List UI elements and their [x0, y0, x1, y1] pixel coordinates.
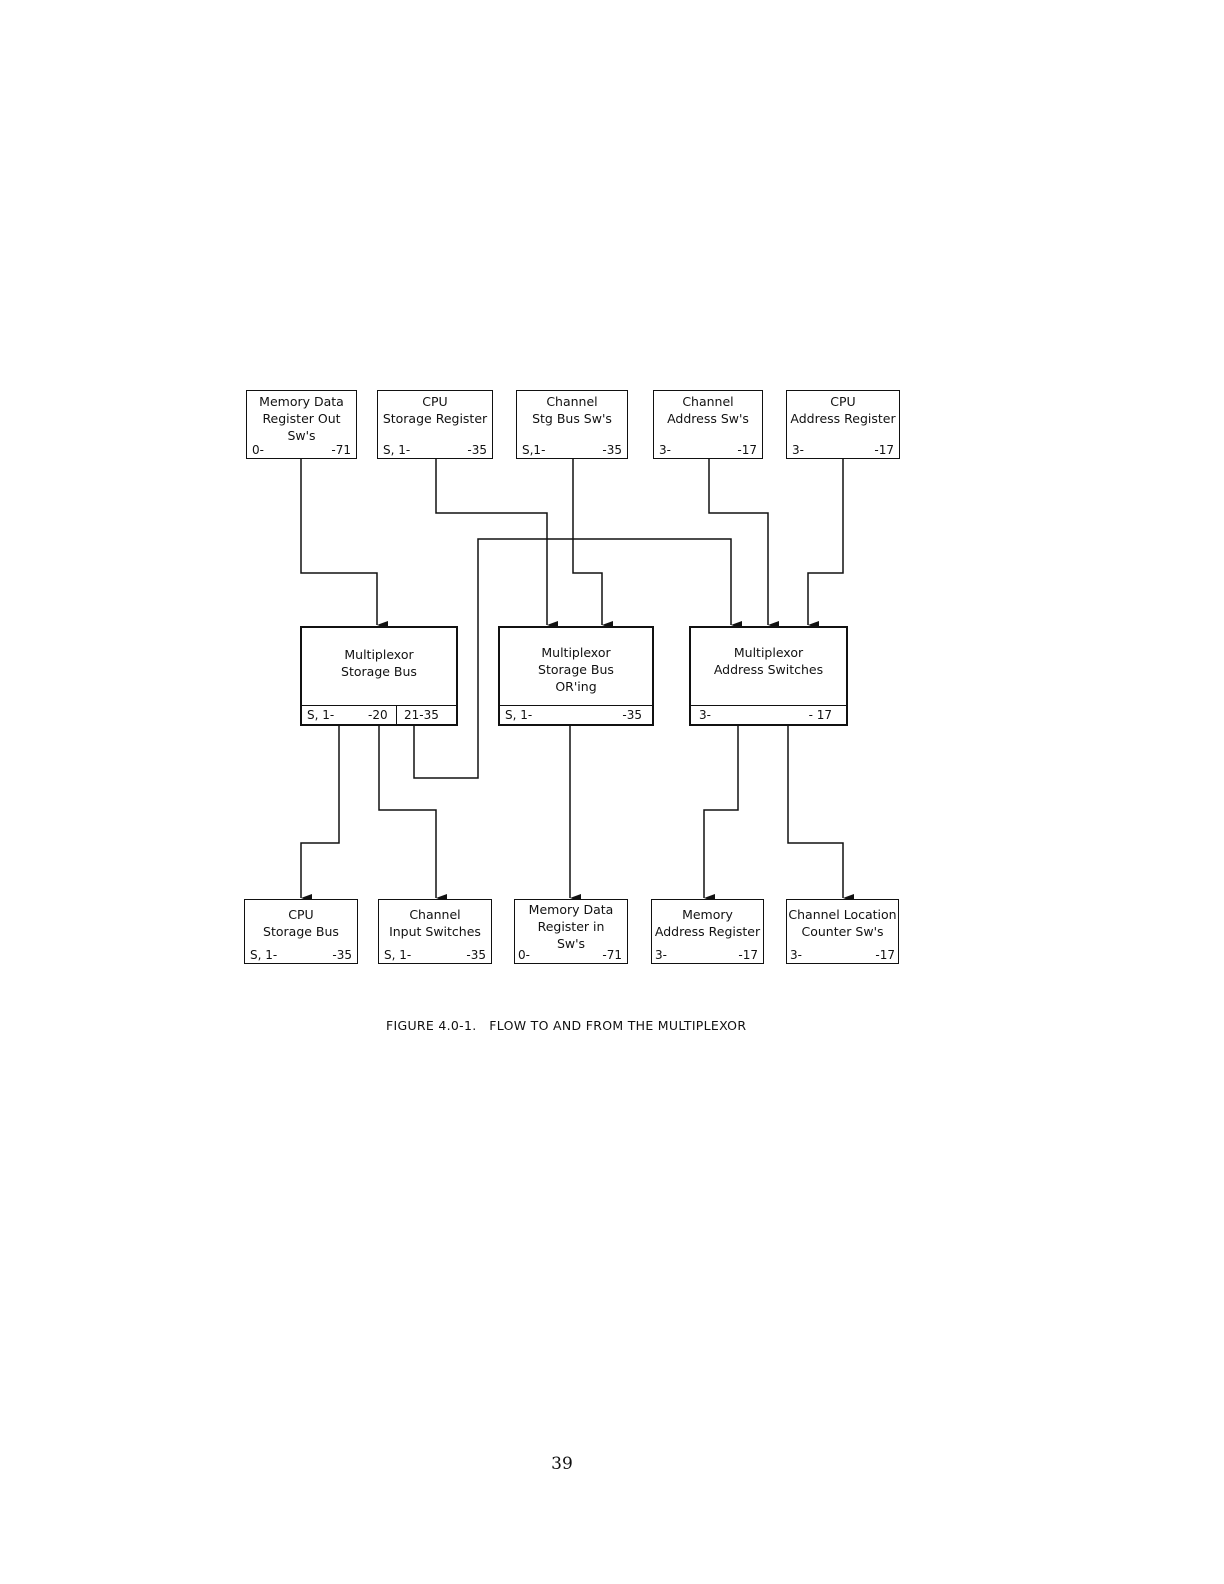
wire-mux-storage-21-35-to-mux-address: [413, 538, 742, 779]
multiplexor-storage-bus-field-divider: [396, 706, 397, 724]
memory-data-register-out-range-end: -71: [331, 443, 351, 457]
cpu-address-register-range-start: 3-: [792, 443, 804, 457]
memory-address-register-range-start: 3-: [655, 948, 667, 962]
wire-cpu-storage-reg-to-mux-oring: [435, 458, 558, 629]
multiplexor-storage-bus-oring-range-start: S, 1-: [505, 708, 533, 722]
memory-address-register-label: Memory Address Register: [654, 907, 761, 939]
cpu-storage-bus-range-start: S, 1-: [250, 948, 278, 962]
multiplexor-storage-bus-box: Multiplexor Storage Bus S, 1- -20 21-35: [300, 626, 458, 726]
wire-mux-storage-to-cpu-storage-bus: [300, 725, 340, 902]
channel-location-counter-range-start: 3-: [790, 948, 802, 962]
memory-address-register-range-end: -17: [738, 948, 758, 962]
multiplexor-storage-bus-label: Multiplexor Storage Bus: [341, 647, 417, 679]
channel-location-counter-range-end: -17: [875, 948, 895, 962]
channel-address-sw-box: Channel Address Sw's 3- -17: [653, 390, 763, 459]
cpu-address-register-range-end: -17: [874, 443, 894, 457]
channel-input-switches-range-start: S, 1-: [384, 948, 412, 962]
wire-channel-stg-bus-to-mux-oring: [572, 458, 613, 629]
multiplexor-address-switches-range-end: - 17: [808, 708, 832, 722]
cpu-storage-register-range-start: S, 1-: [383, 443, 411, 457]
multiplexor-storage-bus-range-end: 21-35: [404, 708, 439, 722]
memory-data-register-out-label: Memory Data Register Out Sw's: [259, 394, 344, 443]
channel-stg-bus-range-start: S,1-: [522, 443, 546, 457]
memory-address-register-box: Memory Address Register 3- -17: [651, 899, 764, 964]
channel-input-switches-range-end: -35: [466, 948, 486, 962]
memory-data-register-in-label: Memory Data Register in Sw's: [528, 902, 614, 951]
multiplexor-storage-bus-range-start: S, 1-: [307, 708, 335, 722]
multiplexor-address-switches-box: Multiplexor Address Switches 3- - 17: [689, 626, 848, 726]
figure-caption: FIGURE 4.0-1. FLOW TO AND FROM THE MULTI…: [386, 1018, 747, 1033]
multiplexor-storage-bus-range-mid: -20: [368, 708, 388, 722]
page-number: 39: [551, 1454, 573, 1474]
multiplexor-storage-bus-oring-range-end: -35: [622, 708, 642, 722]
multiplexor-storage-bus-oring-box: Multiplexor Storage Bus OR'ing S, 1- -35: [498, 626, 654, 726]
wire-mux-address-to-channel-location-counter: [787, 725, 854, 902]
cpu-address-register-box: CPU Address Register 3- -17: [786, 390, 900, 459]
cpu-storage-bus-range-end: -35: [332, 948, 352, 962]
channel-input-switches-box: Channel Input Switches S, 1- -35: [378, 899, 492, 964]
channel-address-sw-range-end: -17: [737, 443, 757, 457]
memory-data-register-in-range-end: -71: [602, 948, 622, 962]
memory-data-register-out-box: Memory Data Register Out Sw's 0- -71: [246, 390, 357, 459]
wire-mux-storage-to-channel-input: [378, 725, 447, 902]
cpu-address-register-label: CPU Address Register: [790, 394, 896, 426]
multiplexor-storage-bus-oring-label: Multiplexor Storage Bus OR'ing: [538, 645, 614, 694]
memory-data-register-in-box: Memory Data Register in Sw's 0- -71: [514, 899, 628, 964]
channel-input-switches-label: Channel Input Switches: [389, 907, 481, 939]
cpu-storage-register-range-end: -35: [467, 443, 487, 457]
multiplexor-address-switches-label: Multiplexor Address Switches: [713, 645, 824, 677]
wire-mux-address-to-memory-address-reg: [703, 725, 739, 902]
cpu-storage-register-box: CPU Storage Register S, 1- -35: [377, 390, 493, 459]
wire-cpu-address-reg-to-mux-address: [807, 458, 844, 629]
channel-location-counter-box: Channel Location Counter Sw's 3- -17: [786, 899, 899, 964]
channel-stg-bus-box: Channel Stg Bus Sw's S,1- -35: [516, 390, 628, 459]
cpu-storage-register-label: CPU Storage Register: [382, 394, 488, 426]
memory-data-register-in-range-start: 0-: [518, 948, 530, 962]
channel-stg-bus-range-end: -35: [602, 443, 622, 457]
wire-channel-address-to-mux-address: [708, 458, 779, 629]
channel-location-counter-label: Channel Location Counter Sw's: [788, 907, 897, 939]
cpu-storage-bus-box: CPU Storage Bus S, 1- -35: [244, 899, 358, 964]
memory-data-register-out-range-start: 0-: [252, 443, 264, 457]
channel-address-sw-range-start: 3-: [659, 443, 671, 457]
channel-address-sw-label: Channel Address Sw's: [667, 394, 749, 426]
channel-stg-bus-label: Channel Stg Bus Sw's: [532, 394, 612, 426]
cpu-storage-bus-label: CPU Storage Bus: [263, 907, 339, 939]
wire-mdr-out-to-mux-storage: [300, 458, 388, 629]
multiplexor-address-switches-range-start: 3-: [699, 708, 711, 722]
